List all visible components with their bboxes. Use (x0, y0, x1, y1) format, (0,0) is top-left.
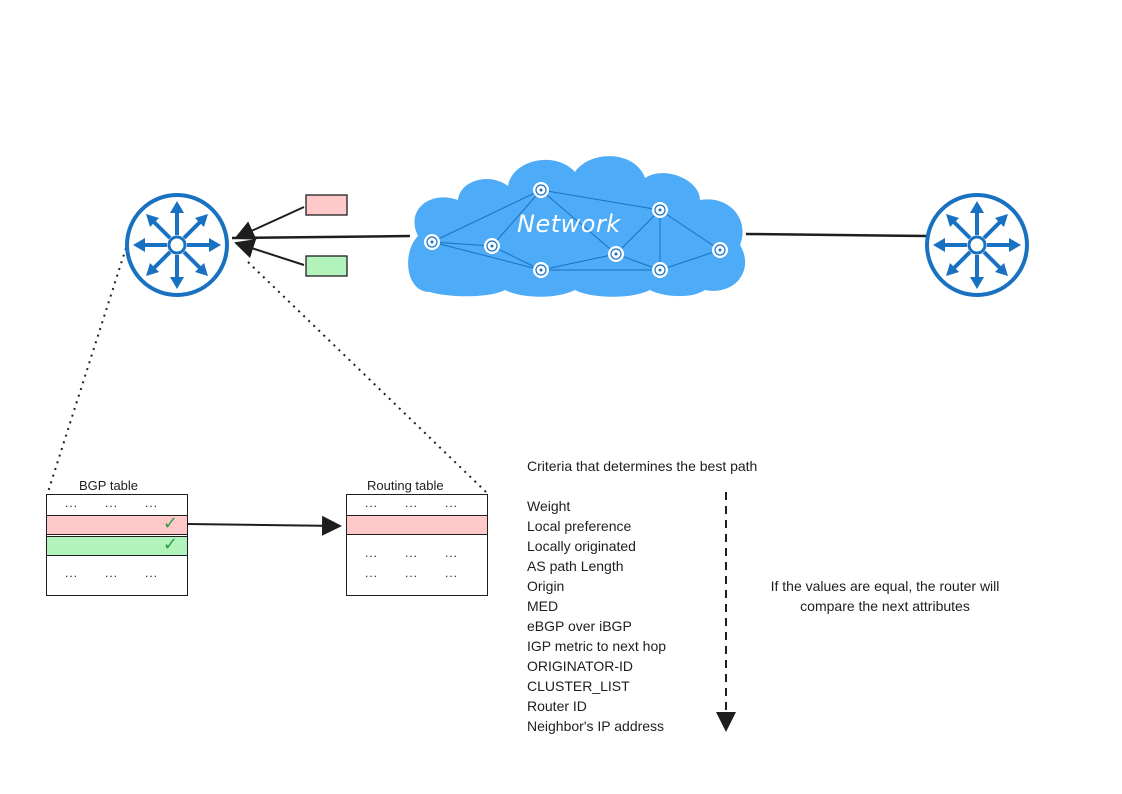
criteria-note: If the values are equal, the router will… (740, 576, 1030, 616)
network-node-icon (532, 261, 550, 279)
zoom-line-left (47, 247, 127, 493)
routing-table-row: ... ... ... (347, 495, 487, 515)
criteria-note-line: If the values are equal, the router will (770, 578, 1000, 594)
cell-placeholder: ... (145, 566, 159, 580)
network-node-icon (483, 237, 501, 255)
network-node-icon (423, 233, 441, 251)
cell-placeholder: ... (405, 566, 419, 580)
routing-table: ... ... ... ... ... ... ... ... ... (346, 494, 488, 596)
cell-placeholder: ... (445, 566, 459, 580)
cell-placeholder: ... (445, 546, 459, 560)
router-icon-right (925, 193, 1029, 297)
route-update-red (305, 194, 348, 216)
cell-placeholder: ... (65, 566, 79, 580)
arrow-bgp-to-routing (187, 515, 342, 536)
criteria-item: Locally originated (527, 538, 636, 554)
criteria-item: IGP metric to next hop (527, 638, 667, 654)
arrow-red-route (234, 206, 305, 240)
criteria-item: Router ID (527, 698, 587, 714)
cell-placeholder: ... (365, 496, 379, 510)
check-icon: ✓ (162, 534, 179, 554)
cell-placeholder: ... (65, 496, 79, 510)
criteria-title: Criteria that determines the best path (527, 458, 758, 474)
bgp-table: ... ... ... ✓ ✓ ... ... ... (46, 494, 188, 596)
cell-placeholder: ... (365, 566, 379, 580)
criteria-item: AS path Length (527, 558, 624, 574)
routing-table-row-red (347, 515, 487, 535)
criteria-item: CLUSTER_LIST (527, 678, 630, 694)
criteria-item: Origin (527, 578, 565, 594)
bgp-table-title: BGP table (79, 478, 139, 493)
network-label: Network (517, 210, 621, 238)
criteria-item: Local preference (527, 518, 632, 534)
cell-placeholder: ... (405, 546, 419, 560)
criteria-item: MED (527, 598, 559, 614)
network-node-icon (711, 241, 729, 259)
criteria-item: ORIGINATOR-ID (527, 658, 634, 674)
link-left-router-network (231, 234, 411, 240)
bgp-table-row: ... ... ... (47, 495, 187, 515)
zoom-line-right (247, 261, 487, 493)
cell-placeholder: ... (105, 496, 119, 510)
link-network-right-router (745, 232, 929, 238)
network-node-icon (532, 181, 550, 199)
network-node-icon (607, 245, 625, 263)
routing-table-row: ... ... ... (347, 545, 487, 565)
route-update-green (305, 255, 348, 277)
criteria-item: eBGP over iBGP (527, 618, 632, 634)
cell-placeholder: ... (105, 566, 119, 580)
cell-placeholder: ... (405, 496, 419, 510)
network-node-icon (651, 201, 669, 219)
network-node-icon (651, 261, 669, 279)
cell-placeholder: ... (365, 546, 379, 560)
network-cloud (408, 156, 746, 297)
criteria-list: Weight Local preference Locally originat… (527, 496, 666, 736)
routing-table-row: ... ... ... (347, 565, 487, 585)
criteria-item: Weight (527, 498, 571, 514)
cell-placeholder: ... (145, 496, 159, 510)
cell-placeholder: ... (445, 496, 459, 510)
bgp-table-row-green: ✓ (47, 534, 187, 556)
bgp-table-row-red: ✓ (47, 513, 187, 535)
routing-table-title: Routing table (367, 478, 444, 493)
check-icon: ✓ (162, 513, 179, 533)
criteria-note-line: compare the next attributes (800, 598, 970, 614)
arrow-green-route (234, 239, 305, 266)
criteria-item: Neighbor's IP address (527, 718, 665, 734)
router-icon-left (125, 193, 229, 297)
bgp-table-row: ... ... ... (47, 565, 187, 585)
